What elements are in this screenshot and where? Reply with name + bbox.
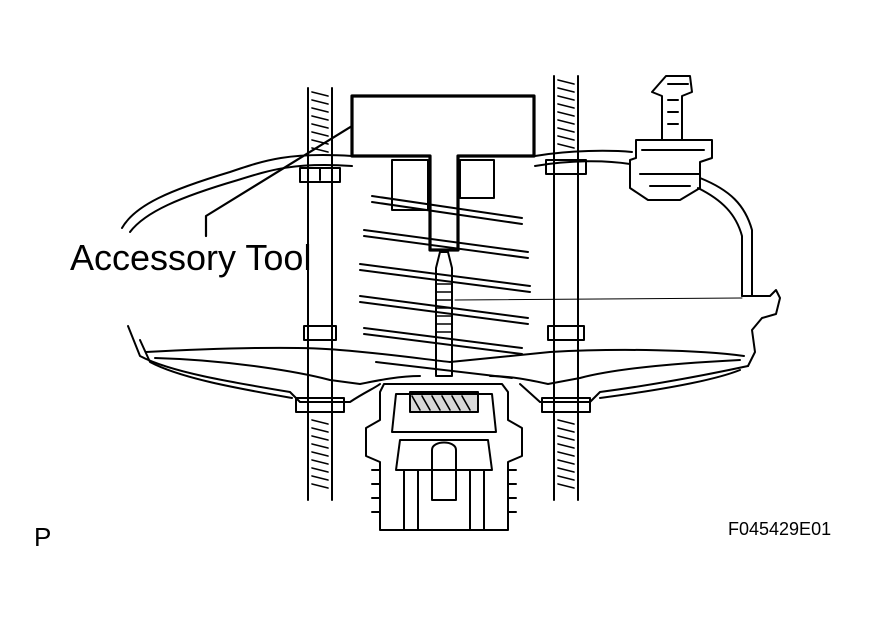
accessory-tool-label: Accessory Tool [70,237,312,278]
left-stud-threads [311,91,329,489]
right-seat-block [459,159,495,199]
booster-upper-shell-right [534,149,753,297]
right-flange [741,289,781,367]
booster-upper-shell-inner [129,163,353,233]
right-stud [541,75,591,501]
check-valve [629,75,713,201]
left-stud [295,87,345,501]
seam-line [454,297,743,301]
return-spring [359,195,531,379]
valve-body [365,383,523,531]
booster-lower-shell [127,325,381,403]
diaphragm [145,346,745,363]
accessory-tool [350,94,536,252]
right-stud-threads [557,79,575,489]
callout-leader [204,124,354,238]
figure-id: F045429E01 [728,519,832,539]
view-marker: P [34,522,52,552]
